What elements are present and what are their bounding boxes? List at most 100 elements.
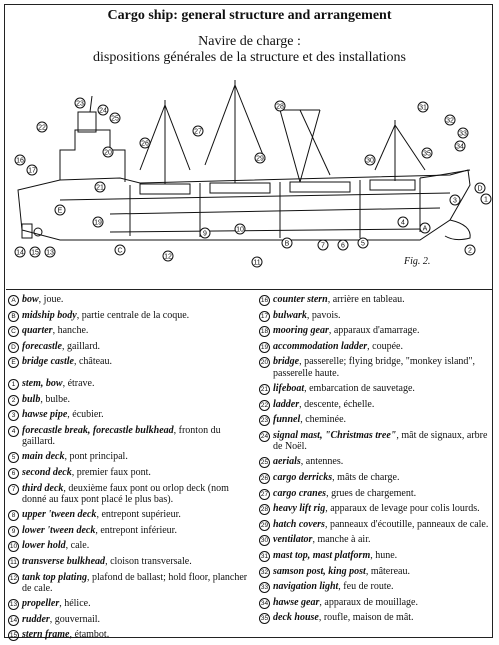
legend-text: deck house, roufle, maison de mât. (273, 612, 491, 624)
legend-term: bow (22, 294, 39, 305)
legend-text: stern frame, étambot. (22, 629, 248, 641)
callout-27: 27 (192, 125, 204, 137)
legend-text: hawse gear, apparaux de mouillage. (273, 597, 491, 609)
legend-translation: , château. (73, 356, 112, 368)
legend-translation: , deuxième faux pont ou orlop deck (nom … (22, 482, 229, 506)
legend-term: bridge (273, 356, 300, 368)
callout-33: 33 (457, 127, 469, 139)
legend-marker: 3 (8, 410, 19, 422)
legend-translation: , fronton du gaillard. (22, 424, 221, 448)
callout-26: 26 (139, 137, 151, 149)
legend-translation: , gouvernail. (49, 613, 101, 625)
legend-term: cargo cranes (273, 487, 327, 499)
divider (6, 289, 492, 290)
legend-term: forecastle (22, 340, 62, 352)
legend-term: rudder (22, 613, 50, 625)
svg-text:1: 1 (484, 197, 488, 204)
legend-marker: 31 (259, 550, 270, 562)
legend-term: signal mast, "Christmas tree" (273, 429, 397, 441)
callout-1: 1 (480, 193, 492, 205)
legend-marker: 24 (259, 430, 270, 442)
subtitle-line-1: Navire de charge : (198, 34, 301, 49)
legend-marker: 30 (259, 535, 270, 547)
svg-text:30: 30 (366, 158, 374, 165)
legend-marker: 35 (259, 613, 270, 625)
legend-marker: 27 (259, 488, 270, 500)
svg-text:3: 3 (453, 198, 457, 205)
subtitle-line-2: dispositions générales de la structure e… (93, 50, 406, 65)
legend-text: hatch covers, panneaux d'écoutille, pann… (273, 519, 491, 531)
legend-text: heavy lift rig, apparaux de levage pour … (273, 503, 491, 515)
legend-text: navigation light, feu de route. (273, 581, 491, 593)
callout-20: 20 (102, 146, 114, 158)
legend-term: funnel (273, 414, 301, 426)
main-deck-line (59, 192, 451, 201)
svg-text:14: 14 (16, 250, 24, 257)
cargo-ship-diagram: 14 15 13 16 17 22 23 24 25 21 20 19 26 2… (14, 80, 492, 268)
legend-translation: , apparaux de levage pour colis lourds. (325, 503, 480, 515)
callout-D: D (474, 182, 486, 194)
legend-term: tank top plating (22, 571, 88, 583)
callout-B: B (281, 237, 293, 249)
legend-text: quarter, hanche. (22, 325, 248, 337)
svg-text:12: 12 (164, 254, 172, 261)
svg-text:24: 24 (99, 108, 107, 115)
svg-text:16: 16 (16, 158, 24, 165)
legend-text: ladder, descente, échelle. (273, 399, 491, 411)
legend-translation: , panneaux d'écoutille, panneaux de cale… (324, 518, 489, 530)
legend-marker: 16 (259, 295, 270, 306)
legend-marker: 32 (259, 566, 270, 578)
legend-translation: , apparaux d'amarrage. (328, 325, 420, 337)
legend-text: mast top, mast platform, hune. (273, 550, 491, 562)
callout-16: 16 (14, 154, 26, 166)
legend-translation: , cloison transversale. (105, 555, 192, 567)
legend-translation: , hune. (370, 549, 398, 561)
callout-7: 7 (317, 239, 329, 251)
legend-text: mooring gear, apparaux d'amarrage. (273, 325, 491, 337)
legend-text: lower 'tween deck, entrepont inférieur. (22, 525, 248, 537)
legend-translation: , mâtereau. (365, 565, 410, 577)
svg-text:2: 2 (468, 248, 472, 255)
svg-text:35: 35 (423, 151, 431, 158)
callout-21: 21 (94, 181, 106, 193)
callout-2: 2 (464, 244, 476, 256)
rudder (21, 223, 33, 239)
svg-text:7: 7 (321, 243, 325, 250)
legend-translation: , antennes. (300, 456, 344, 468)
legend-translation: , embarcation de sauvetage. (304, 382, 415, 394)
legend-term: hatch covers (273, 518, 325, 530)
page-border (4, 4, 493, 638)
svg-text:19: 19 (94, 220, 102, 227)
legend-translation: , pavois. (306, 309, 341, 321)
legend-term: bridge castle (22, 356, 74, 368)
legend-term: heavy lift rig (273, 503, 326, 515)
legend-text: bow, joue. (22, 294, 248, 306)
legend-text: forecastle, gaillard. (22, 341, 248, 353)
callout-6: 6 (337, 239, 349, 251)
hatch-3 (289, 181, 351, 193)
legend-term: lower hold (22, 540, 66, 552)
legend-text: forecastle break, forecastle bulkhead, f… (22, 425, 248, 448)
legend-translation: , cale. (65, 540, 90, 552)
callout-12: 12 (162, 250, 174, 262)
legend-term: forecastle break, forecastle bulkhead (22, 424, 174, 436)
legend-marker: 9 (8, 525, 19, 537)
callout-22: 22 (36, 121, 48, 133)
legend-marker: A (8, 295, 19, 306)
legend-marker: 5 (8, 452, 19, 464)
legend-translation: , joue. (38, 294, 64, 305)
svg-text:13: 13 (46, 250, 54, 257)
svg-text:5: 5 (361, 241, 365, 248)
legend-text: transverse bulkhead, cloison transversal… (22, 556, 248, 568)
second-deck-line (109, 207, 441, 215)
legend-term: lower 'tween deck (22, 524, 96, 536)
legend-term: bulb (22, 393, 41, 405)
legend-text: upper 'tween deck, entrepont supérieur. (22, 509, 248, 521)
